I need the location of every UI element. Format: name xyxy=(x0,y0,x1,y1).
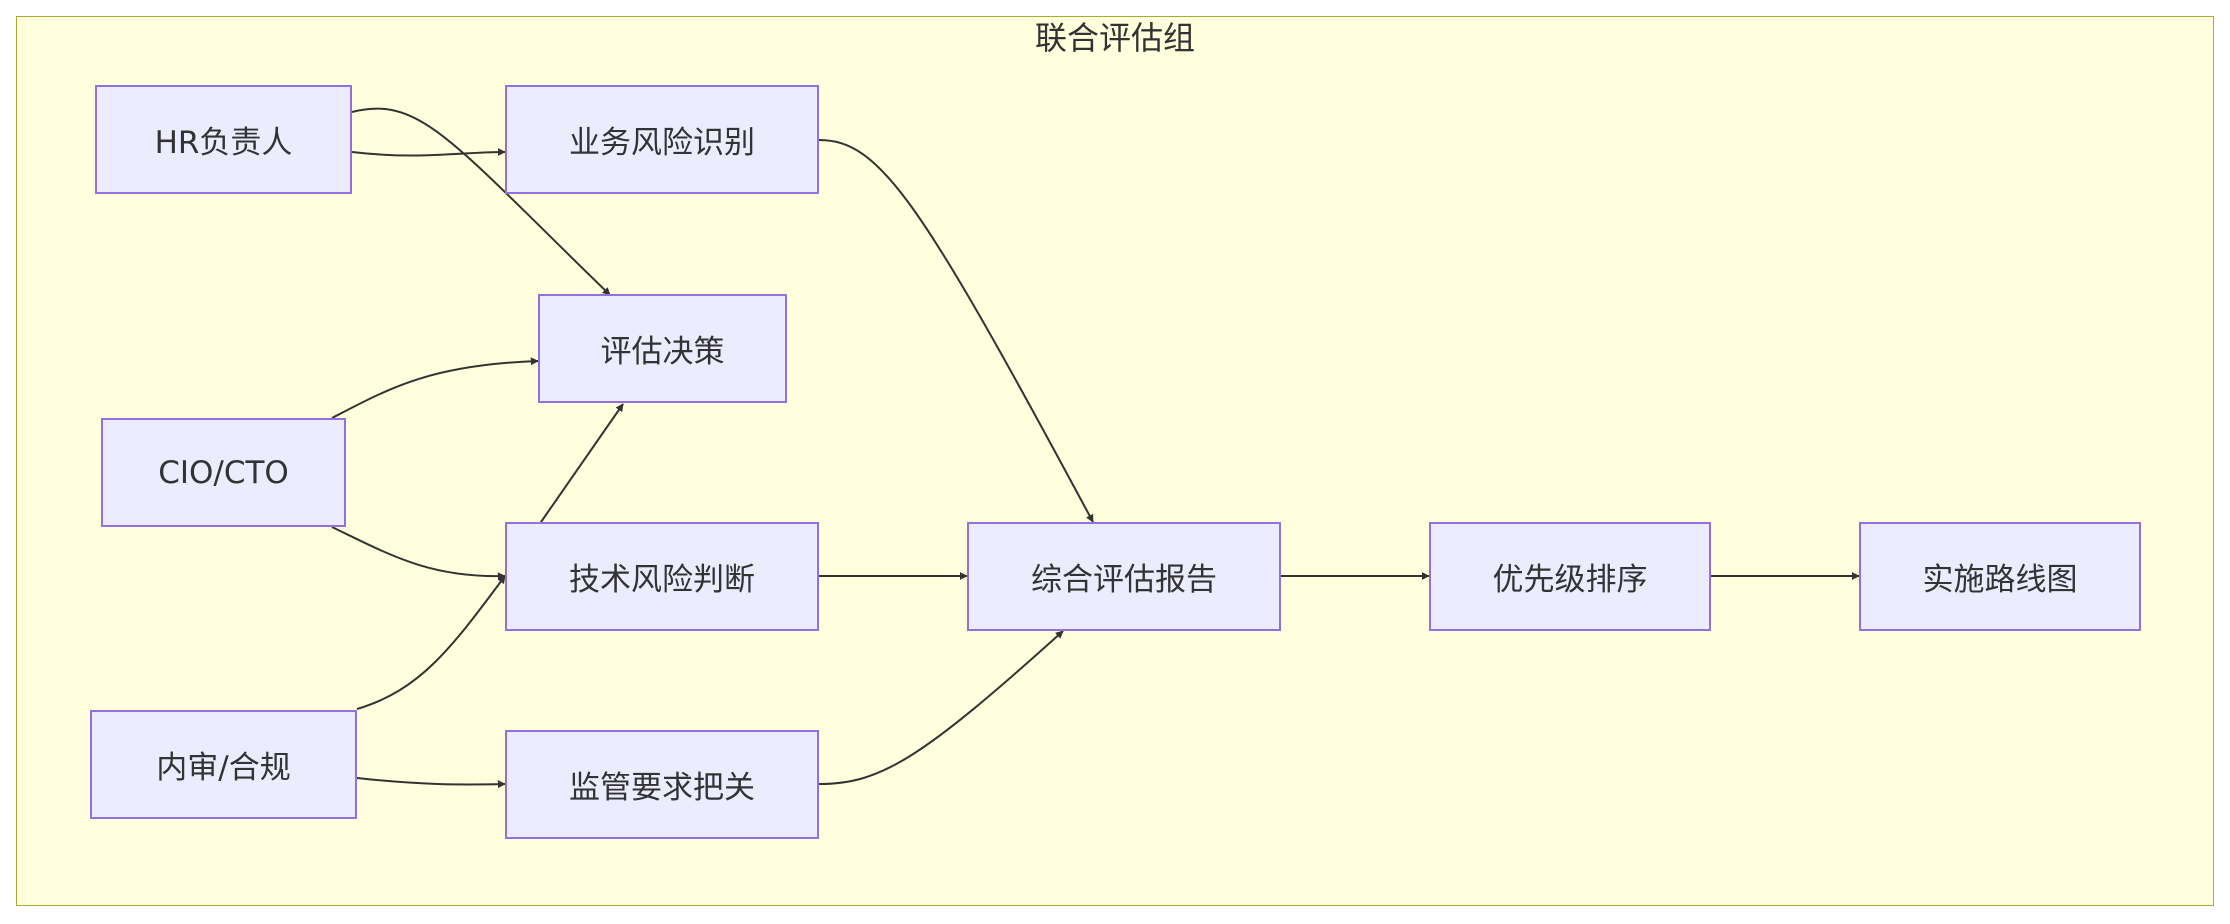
node-regulatory-check[interactable]: 监管要求把关 xyxy=(505,730,819,839)
edge-regulatory-to-report xyxy=(818,630,1064,785)
node-implementation-roadmap[interactable]: 实施路线图 xyxy=(1859,522,2141,631)
node-business-risk[interactable]: 业务风险识别 xyxy=(505,85,819,194)
node-audit-compliance[interactable]: 内审/合规 xyxy=(90,710,357,819)
group-title: 联合评估组 xyxy=(1034,19,1195,57)
node-hr-lead[interactable]: HR负责人 xyxy=(95,85,352,194)
group-evaluation-team xyxy=(16,16,2214,906)
edge-audit-to-tech-risk xyxy=(356,575,506,710)
edge-cio-to-tech-risk xyxy=(331,526,506,581)
edge-hr-to-decision xyxy=(351,107,611,296)
edge-tech-risk-to-decision xyxy=(540,403,624,523)
edge-cio-to-decision xyxy=(331,357,539,419)
edge-audit-to-regulatory xyxy=(356,777,506,789)
node-comprehensive-report[interactable]: 综合评估报告 xyxy=(967,522,1281,631)
node-priority-ranking[interactable]: 优先级排序 xyxy=(1429,522,1711,631)
node-evaluation-decision[interactable]: 评估决策 xyxy=(538,294,787,403)
edge-hr-to-biz-risk xyxy=(351,148,506,157)
node-cio-cto[interactable]: CIO/CTO xyxy=(101,418,346,527)
edge-biz-risk-to-report xyxy=(818,139,1094,523)
node-technical-risk[interactable]: 技术风险判断 xyxy=(505,522,819,631)
